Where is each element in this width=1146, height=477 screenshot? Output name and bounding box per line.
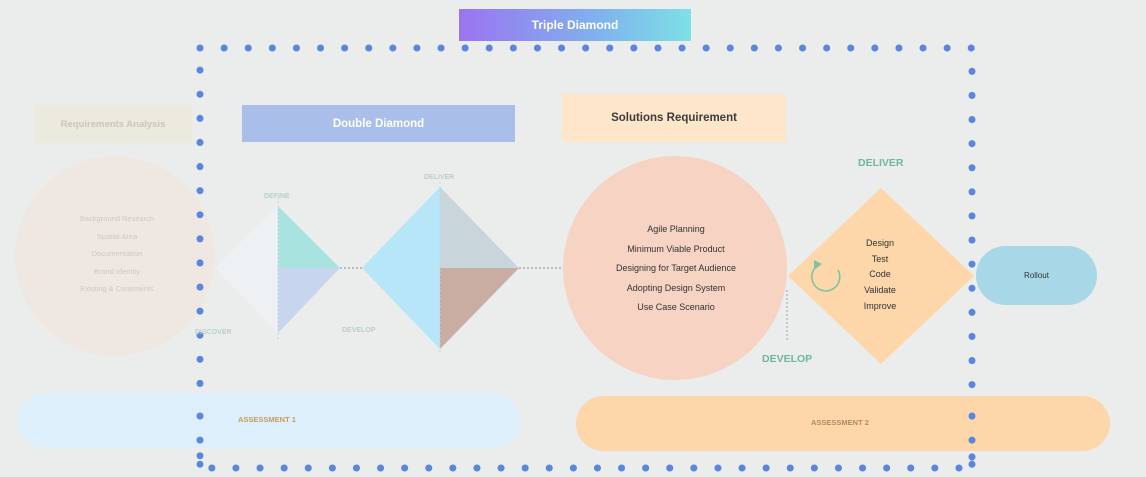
list-item: Documentation	[91, 249, 143, 259]
list-item: Minimum Viable Product	[627, 243, 725, 254]
solutions-list: Agile Planning Minimum Viable Product De…	[592, 220, 760, 318]
discover-triangle	[215, 206, 278, 333]
deliver-triangle-bottom	[440, 268, 519, 349]
define-triangle-bottom	[278, 268, 340, 333]
requirements-list: Background Research Spatial Area Documen…	[22, 210, 212, 298]
deliver-triangle-top	[440, 187, 519, 268]
list-item: Agile Planning	[647, 224, 705, 234]
define-triangle-top	[278, 206, 340, 268]
develop-label: DEVELOP	[342, 327, 376, 334]
list-item: Code	[869, 269, 891, 280]
define-label: DEFINE	[264, 193, 290, 200]
list-item: Spatial Area	[96, 231, 138, 241]
page-title: Triple Diamond	[459, 9, 691, 41]
deliver-label: DELIVER	[424, 174, 455, 181]
requirements-circle	[15, 156, 215, 356]
refresh-icon	[811, 260, 841, 292]
list-item: Existing & Constraints	[80, 284, 154, 294]
list-item: Adopting Design System	[626, 282, 726, 293]
deliver-phase-label: DELIVER	[858, 157, 904, 169]
list-item: Use Case Scenario	[637, 302, 715, 312]
solutions-requirement-title: Solutions Requirement	[562, 94, 786, 142]
assessment-1-label: ASSESSMENT 1	[238, 415, 296, 424]
list-item: Design	[865, 238, 894, 248]
list-item: Test	[871, 253, 889, 264]
list-item: Background Research	[79, 214, 155, 223]
assessment-2-label: ASSESSMENT 2	[811, 418, 869, 427]
list-item: Improve	[863, 300, 897, 311]
list-item: Brand Identity	[93, 266, 141, 276]
triple-diamond-border	[196, 44, 976, 472]
develop-phase-label: DEVELOP	[762, 353, 813, 365]
assessment-2-pill: ASSESSMENT 2	[576, 396, 1110, 451]
solutions-circle	[563, 156, 787, 380]
rollout-pill: Rollout	[976, 246, 1097, 305]
deliver-list: Design Test Code Validate Improve	[838, 236, 922, 315]
deliver-diamond	[788, 188, 974, 364]
discover-label: DISCOVER	[195, 329, 232, 336]
list-item: Validate	[864, 285, 896, 296]
double-diamond-title: Double Diamond	[242, 105, 515, 142]
list-item: Designing for Target Audience	[616, 263, 736, 273]
requirements-analysis-title: Requirements Analysis	[34, 105, 192, 143]
assessment-1-pill: ASSESSMENT 1	[18, 393, 520, 448]
develop-triangle	[362, 187, 440, 349]
